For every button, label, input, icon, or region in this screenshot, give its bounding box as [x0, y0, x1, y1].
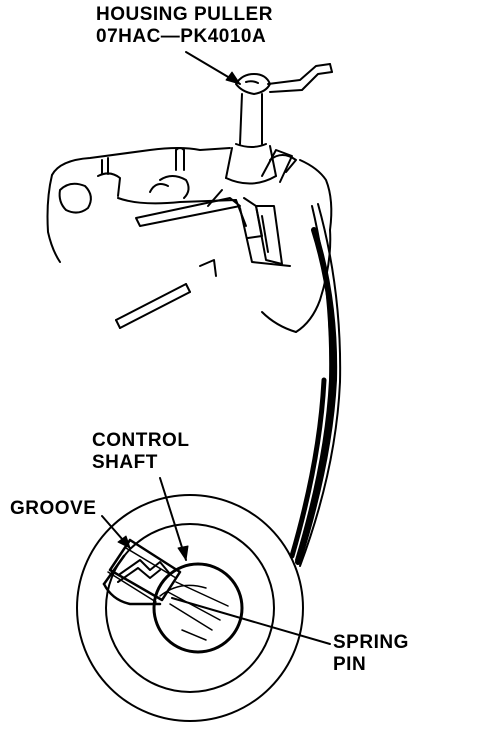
- enlargement-band: [289, 203, 342, 567]
- spring-pin-label: SPRING PIN: [333, 632, 409, 676]
- control-shaft-label-line1: CONTROL: [92, 430, 190, 451]
- control-shaft-leader: [159, 477, 187, 561]
- housing-puller-tool: [135, 63, 333, 267]
- spring-pin-leader: [171, 597, 331, 645]
- control-shaft-label-line2: SHAFT: [92, 452, 158, 473]
- housing-puller-part-number: 07HAC—PK4010A: [96, 26, 267, 47]
- leader-lines: [101, 51, 331, 645]
- spring-pin-label-line1: SPRING: [333, 632, 409, 653]
- spring-pin-label-line2: PIN: [333, 654, 367, 675]
- groove-label: GROOVE: [10, 498, 97, 519]
- control-shaft-detail: [76, 494, 304, 722]
- control-shaft-label: CONTROL SHAFT: [92, 430, 189, 474]
- housing-puller-label: HOUSING PULLER 07HAC—PK4010A: [96, 4, 273, 48]
- transmission-housing: [46, 147, 333, 333]
- housing-puller-label-line1: HOUSING PULLER: [96, 4, 273, 25]
